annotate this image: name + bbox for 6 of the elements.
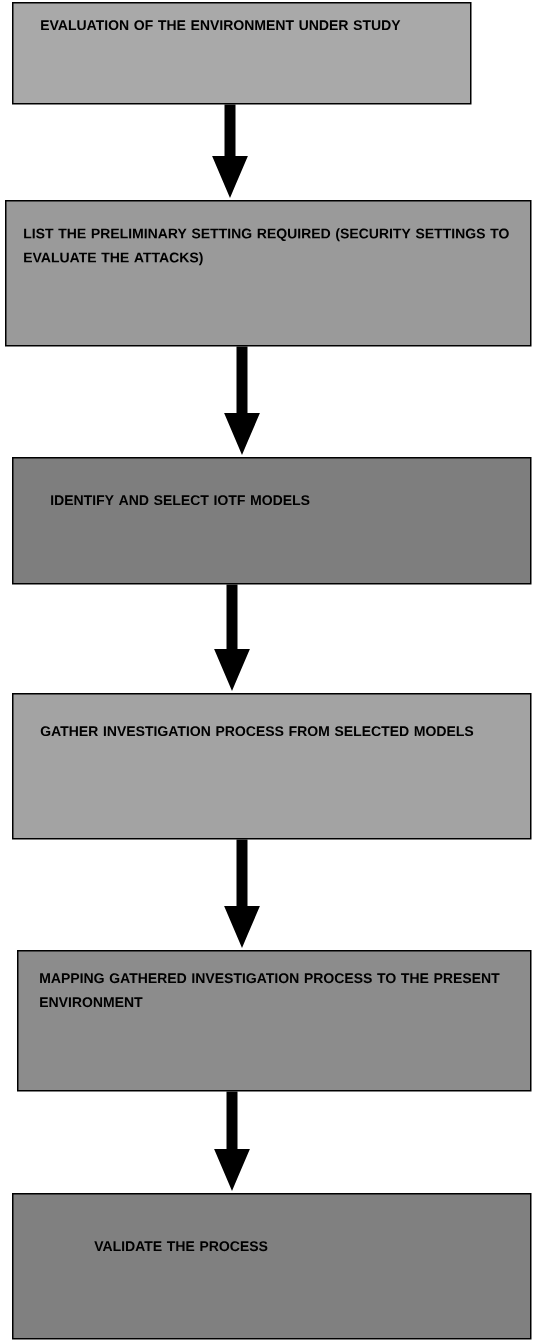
process-box: IDENTIFY AND SELECT IOTF MODELS bbox=[12, 457, 532, 585]
process-box: LIST THE PRELIMINARY SETTING REQUIRED (SECURITY SETTINGS TO EVALUATE THE ATTACKS) bbox=[5, 200, 532, 347]
process-box: VALIDATE THE PROCESS bbox=[12, 1193, 532, 1340]
process-box: EVALUATION OF THE ENVIRONMENT UNDER STUDY bbox=[12, 2, 472, 105]
process-box: GATHER INVESTIGATION PROCESS FROM SELECTED MODELS bbox=[12, 693, 532, 840]
process-box: MAPPING GATHERED INVESTIGATION PROCESS TO THE PRESENT ENVIRONMENT bbox=[17, 950, 532, 1092]
